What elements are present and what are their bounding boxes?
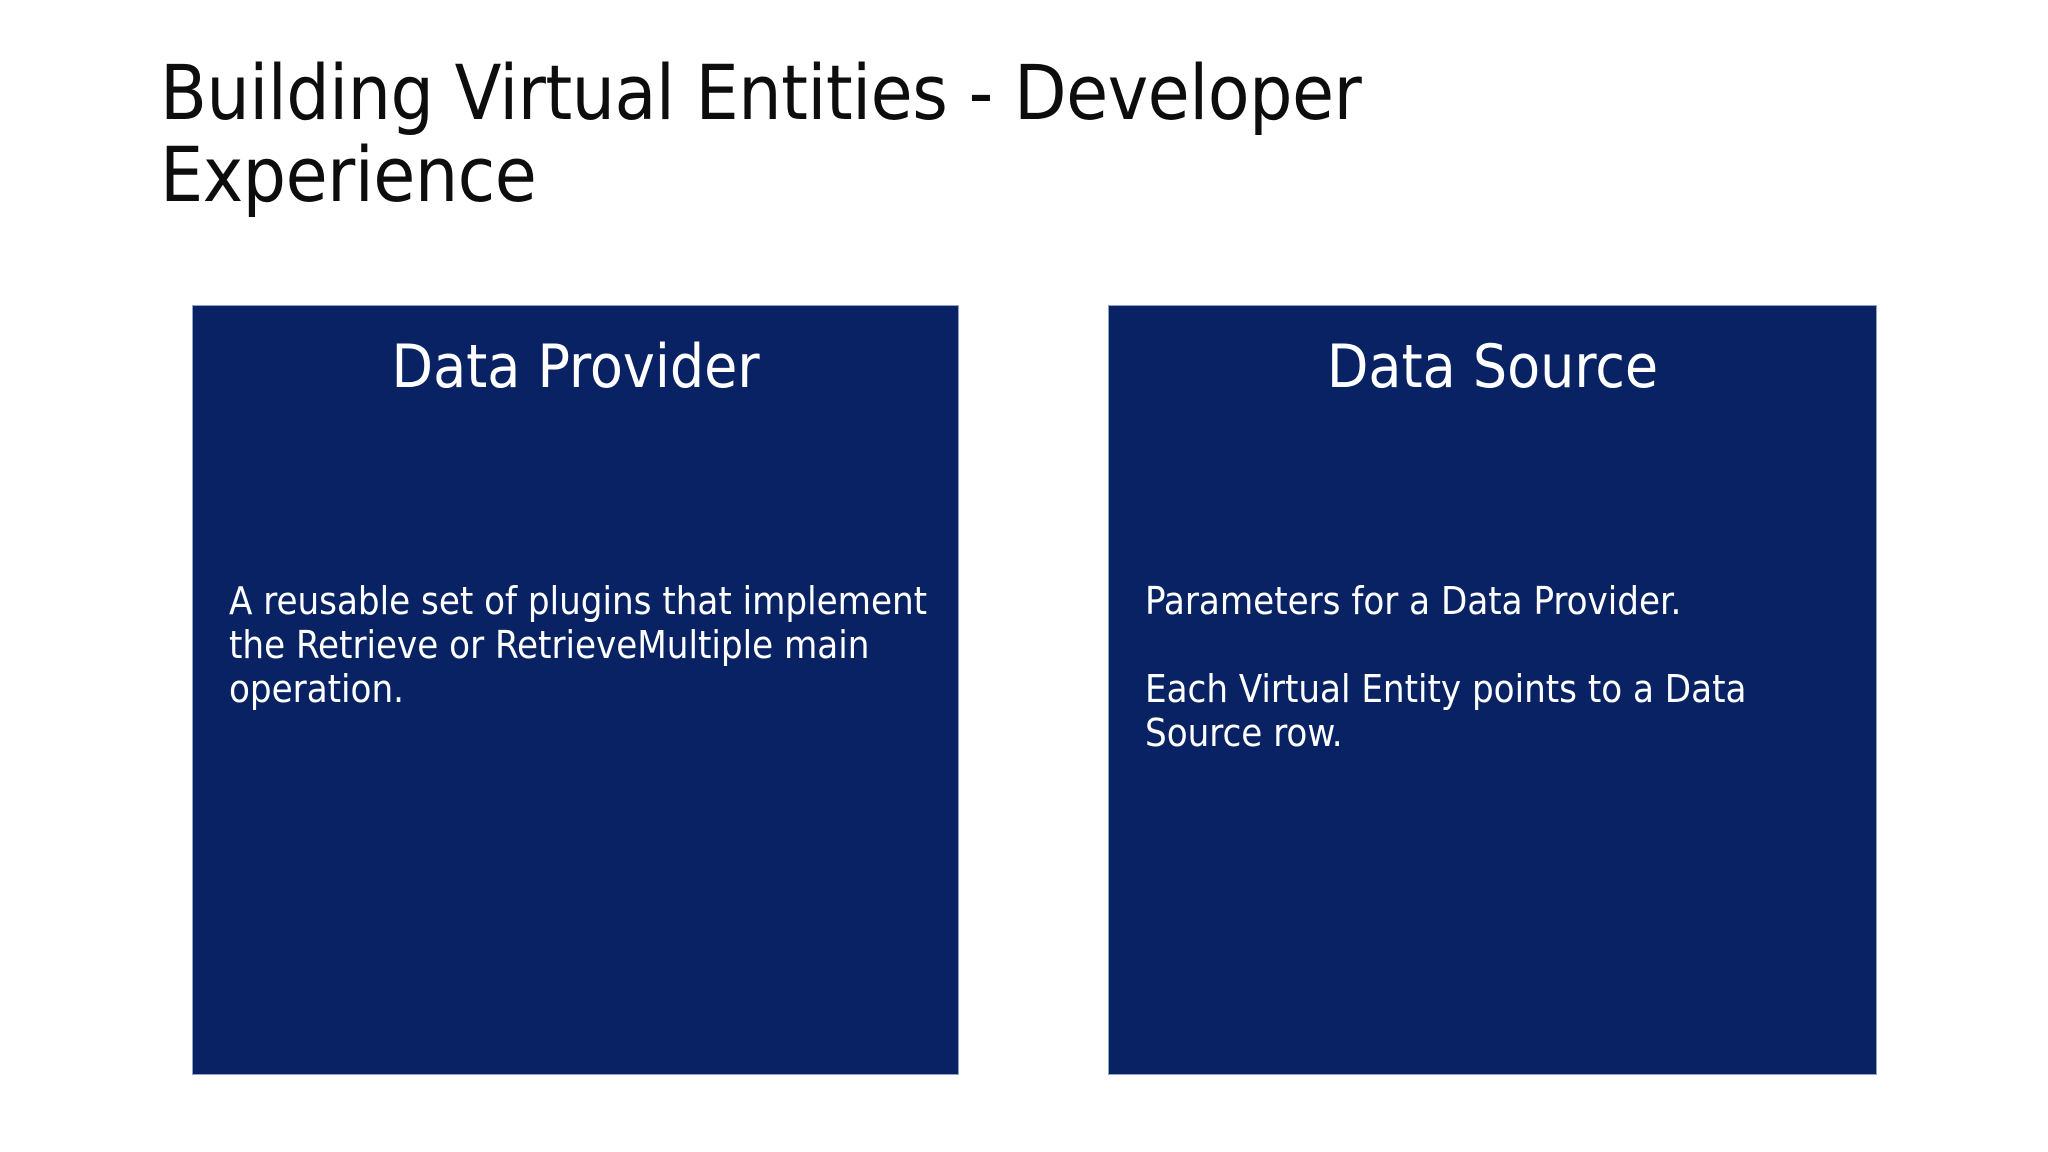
- card-data-source-body: Parameters for a Data Provider. Each Vir…: [1145, 579, 1846, 755]
- card-data-source[interactable]: Data Source Parameters for a Data Provid…: [1108, 305, 1877, 1075]
- page-title: Building Virtual Entities - Developer Ex…: [160, 48, 1362, 220]
- card-data-source-title: Data Source: [1326, 332, 1659, 402]
- card-data-source-paragraph-2: Each Virtual Entity points to a Data Sou…: [1145, 667, 1747, 756]
- card-data-provider-paragraph-1: A reusable set of plugins that implement…: [229, 579, 928, 712]
- card-data-provider-title: Data Provider: [391, 332, 760, 402]
- card-data-source-paragraph-1: Parameters for a Data Provider.: [1145, 579, 1682, 623]
- card-data-provider[interactable]: Data Provider A reusable set of plugins …: [192, 305, 959, 1075]
- card-data-provider-body: A reusable set of plugins that implement…: [229, 579, 928, 711]
